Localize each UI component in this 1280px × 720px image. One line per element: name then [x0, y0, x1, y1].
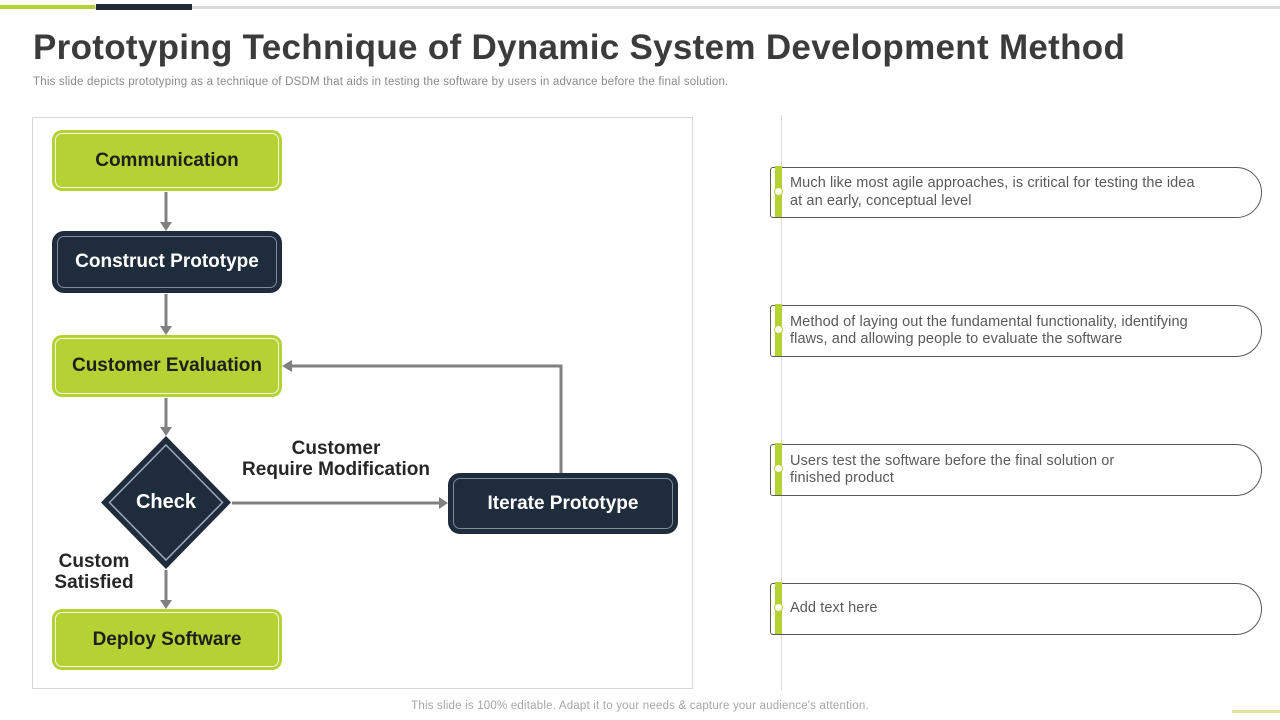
top-accent-navy — [96, 4, 192, 10]
right-panel-divider — [781, 115, 782, 690]
flow-node-label: Construct Prototype — [75, 251, 259, 272]
flow-node-construct-prototype[interactable]: Construct Prototype — [52, 231, 282, 293]
callout-box-2[interactable]: Method of laying out the fundamental fun… — [770, 305, 1262, 357]
flow-node-check-decision[interactable]: Check — [101, 436, 231, 569]
flow-node-label: Communication — [95, 149, 239, 171]
callout-text: Much like most agile approaches, is crit… — [790, 175, 1195, 209]
callout-text: Method of laying out the fundamental fun… — [790, 313, 1188, 348]
flow-connectors — [160, 192, 563, 609]
flow-node-deploy-software[interactable]: Deploy Software — [52, 609, 282, 670]
flowchart-panel: Communication Construct Prototype Custom… — [32, 117, 693, 689]
flow-node-label: Check — [135, 491, 197, 513]
connector-dot-icon — [774, 603, 783, 612]
top-divider-line — [0, 6, 1280, 9]
flow-node-label: Iterate Prototype — [487, 492, 639, 514]
decision-diamond-icon — [101, 436, 231, 569]
flow-node-iterate-prototype[interactable]: Iterate Prototype — [448, 473, 678, 534]
callout-text: Add text here — [790, 600, 878, 617]
connector-dot-icon — [774, 325, 783, 334]
connector-dot-icon — [774, 464, 783, 473]
callout-box-1[interactable]: Much like most agile approaches, is crit… — [770, 167, 1262, 218]
flow-node-label: Deploy Software — [92, 628, 242, 650]
flow-node-customer-evaluation[interactable]: Customer Evaluation — [52, 335, 282, 397]
callout-box-3[interactable]: Users test the software before the final… — [770, 444, 1262, 496]
bottom-accent-green — [1232, 710, 1280, 713]
flow-node-label: Customer Evaluation — [71, 355, 263, 376]
top-accent-green — [0, 5, 95, 9]
callout-text: Users test the software before the final… — [790, 452, 1115, 487]
page-subtitle: This slide depicts prototyping as a tech… — [33, 76, 729, 88]
footer-note: This slide is 100% editable. Adapt it to… — [411, 700, 869, 712]
edge-label-custom-satisfied: Custom Satisfied — [54, 551, 134, 593]
page-title: Prototyping Technique of Dynamic System … — [33, 28, 1126, 67]
callout-box-4[interactable]: Add text here — [770, 583, 1262, 635]
edge-label-require-modification: Customer Require Modification — [242, 438, 430, 480]
flow-node-communication[interactable]: Communication — [52, 130, 282, 191]
connector-dot-icon — [774, 187, 783, 196]
